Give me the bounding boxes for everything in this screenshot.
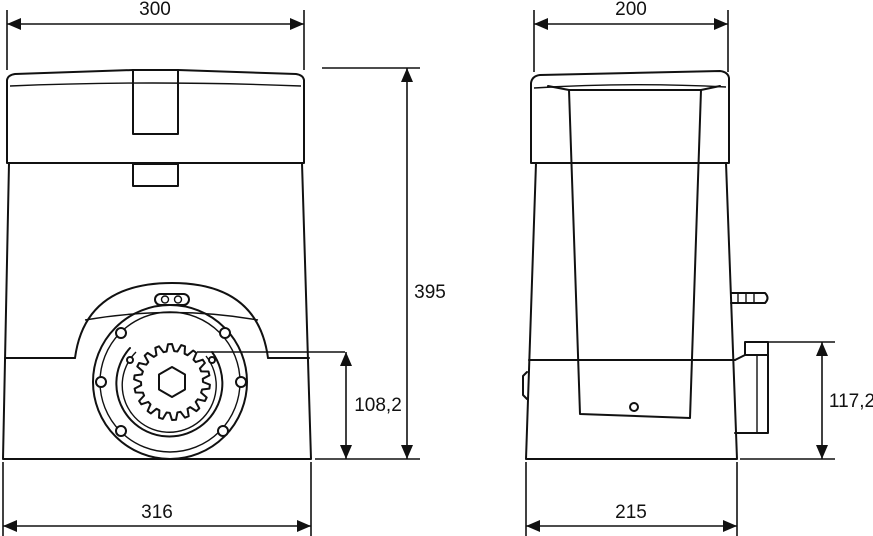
front-view bbox=[2, 69, 345, 460]
dim-side-bracket-height: 117,2 bbox=[829, 391, 873, 412]
dim-height: 395 bbox=[414, 282, 446, 303]
dim-side-base-width: 215 bbox=[615, 502, 647, 523]
front-cover-notch bbox=[132, 69, 179, 135]
dim-side-top-width: 200 bbox=[615, 0, 647, 20]
pinion-hex-nut bbox=[158, 366, 186, 398]
flange-bolt bbox=[115, 327, 127, 339]
front-body bbox=[2, 162, 312, 460]
side-bracket bbox=[734, 341, 769, 434]
side-rod bbox=[730, 292, 769, 304]
flange-bolt bbox=[235, 376, 247, 388]
dim-pinion-height: 108,2 bbox=[354, 395, 402, 416]
dimension-lines bbox=[2, 10, 835, 536]
side-inner-panel bbox=[568, 89, 702, 419]
front-slot bbox=[154, 293, 190, 306]
side-cover bbox=[530, 70, 730, 164]
flange-bolt bbox=[217, 425, 229, 437]
dim-front-base-width: 316 bbox=[141, 502, 173, 523]
side-body bbox=[525, 162, 738, 460]
flange-bolt bbox=[115, 425, 127, 437]
flange-bolt bbox=[95, 376, 107, 388]
pinion-gear bbox=[133, 343, 211, 421]
flange-bolt bbox=[219, 327, 231, 339]
dim-front-top-width: 300 bbox=[139, 0, 171, 20]
side-view bbox=[522, 70, 800, 460]
front-cover-tab bbox=[132, 163, 179, 187]
